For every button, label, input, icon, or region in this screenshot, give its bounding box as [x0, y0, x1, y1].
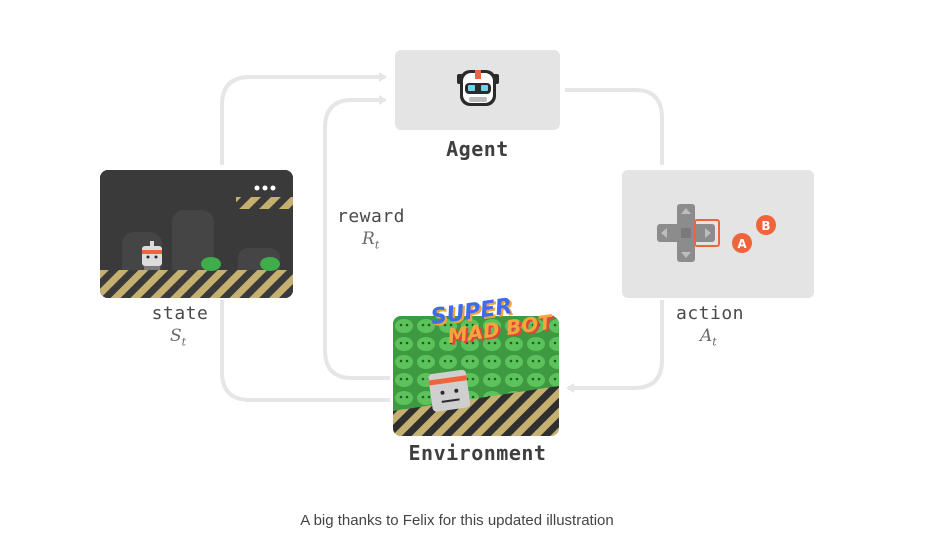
action-box: A B	[622, 170, 814, 298]
button-a-text: A	[737, 237, 747, 251]
reward-to-agent-arrow	[323, 95, 390, 380]
environment-game-cover	[393, 316, 559, 436]
state-symbol-letter: S	[170, 326, 182, 346]
figure-caption: A big thanks to Felix for this updated i…	[300, 512, 614, 529]
state-symbol-subscript: t	[181, 335, 187, 349]
super-mad-bot-cover	[393, 316, 559, 436]
state-symbol: St	[170, 326, 200, 348]
gamepad-icon: A B	[657, 204, 776, 262]
reward-label: reward	[337, 206, 406, 227]
environment-to-state-arrow	[220, 300, 390, 402]
agent-to-action-arrow	[565, 88, 664, 165]
action-to-environment-arrow	[566, 300, 664, 393]
platformer-scene	[100, 170, 293, 298]
state-label: state	[151, 303, 209, 324]
action-symbol-letter: A	[700, 326, 713, 346]
reward-symbol-letter: R	[362, 229, 375, 249]
state-game-screen	[100, 170, 293, 298]
agent-box	[395, 50, 560, 130]
agent-label: Agent	[446, 137, 509, 161]
state-to-agent-arrow	[220, 72, 387, 165]
button-b-text: B	[761, 219, 770, 233]
reward-symbol: Rt	[362, 229, 379, 251]
action-label: action	[675, 303, 745, 324]
robot-head-icon	[457, 70, 499, 106]
action-symbol-subscript: t	[712, 335, 717, 349]
action-symbol: At	[700, 326, 717, 348]
reward-symbol-subscript: t	[374, 238, 380, 252]
environment-label: Environment	[408, 441, 547, 465]
